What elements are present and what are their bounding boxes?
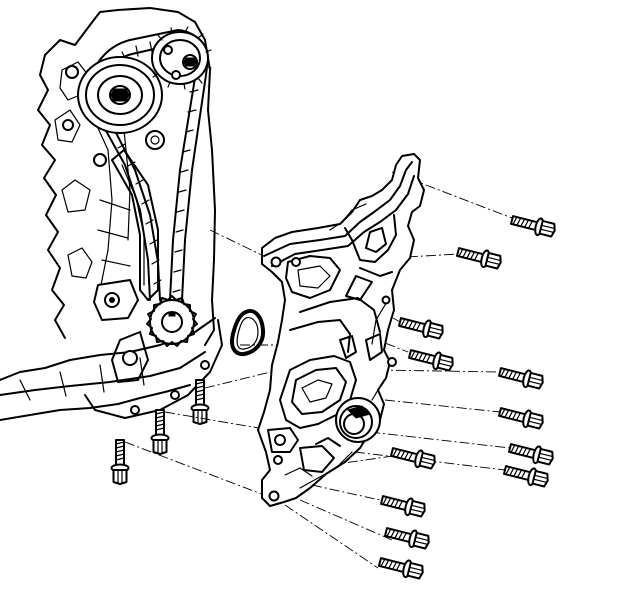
o-ring-icon: [230, 309, 266, 357]
leader-lines: [124, 171, 513, 569]
bolt-icon: [190, 379, 210, 425]
bolt-icon: [501, 460, 551, 490]
seal-icon: [335, 397, 381, 443]
bolt-icon: [496, 362, 546, 392]
bolt-icon: [110, 439, 130, 485]
bolt-icon: [506, 438, 556, 468]
bolt-icon: [406, 344, 456, 374]
cover-plate-icon: [257, 153, 425, 507]
bolt-icon: [454, 242, 504, 272]
bolt-icon: [508, 210, 558, 240]
bolt-icon: [496, 402, 546, 432]
engine-block-icon: [0, 7, 223, 421]
bolt-icon: [396, 312, 446, 342]
sprocket-icon: [151, 26, 212, 90]
gear-icon: [146, 295, 198, 347]
bolt-icon: [382, 522, 432, 552]
bolt-icon: [376, 552, 426, 582]
bolt-icon: [388, 442, 438, 472]
pulley-icon: [77, 56, 163, 134]
bolt-icon: [150, 409, 170, 455]
bolt-icon: [378, 490, 428, 520]
